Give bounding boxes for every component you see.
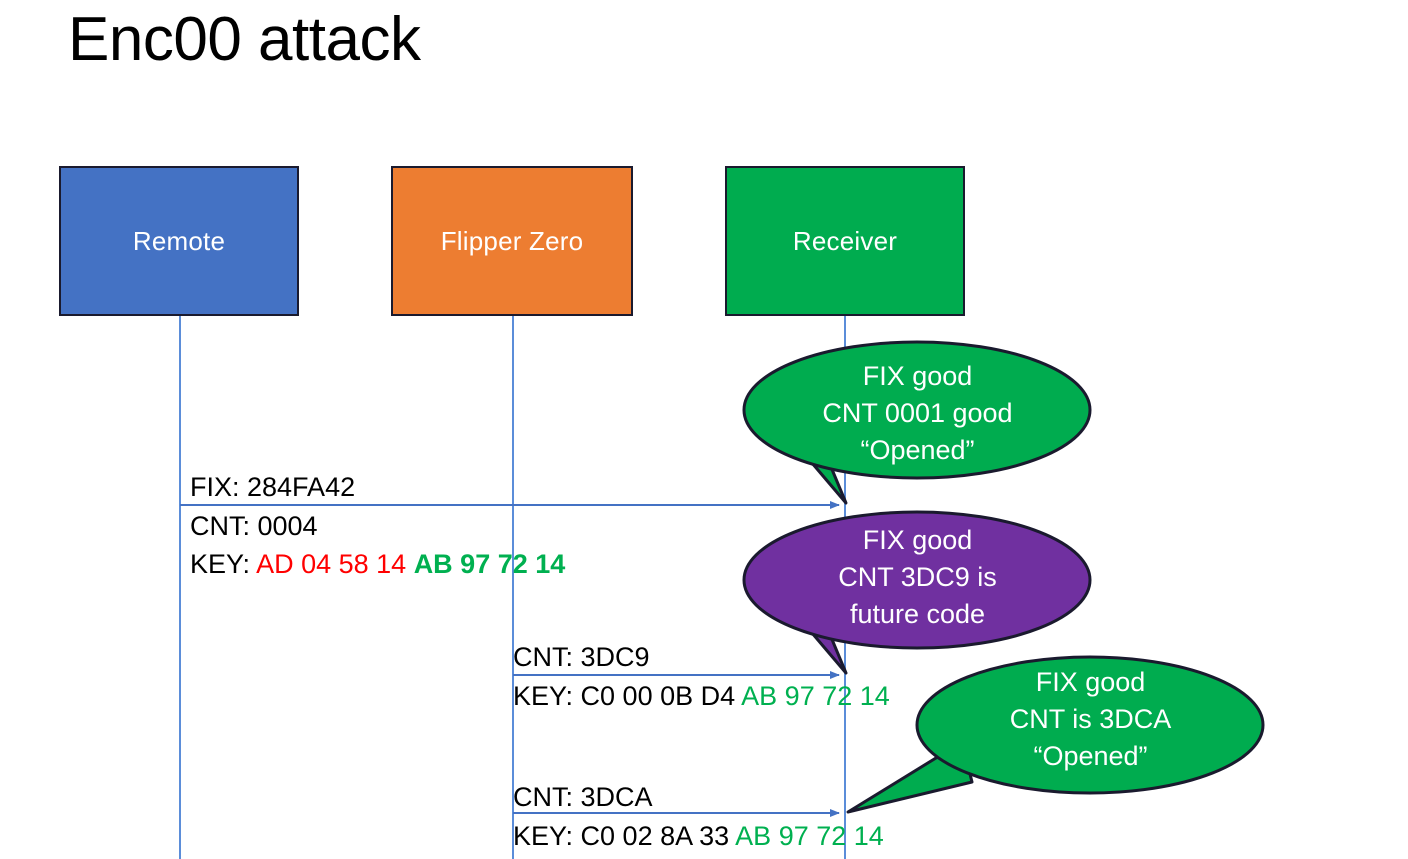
bubble-3-line-3: “Opened” bbox=[1033, 741, 1148, 771]
actor-label-remote: Remote bbox=[132, 225, 226, 256]
message-1-cnt-label: CNT: 0004 bbox=[190, 511, 318, 541]
bubble-3-line-1: FIX good bbox=[1035, 667, 1146, 697]
key-bytes-green: AB 97 72 14 bbox=[741, 681, 890, 711]
actor-box-remote[interactable]: Remote bbox=[59, 166, 299, 316]
speech-bubble-1-text: FIX good CNT 0001 good “Opened” bbox=[790, 358, 1045, 469]
bubble-2-line-3: future code bbox=[849, 599, 986, 629]
message-2-cnt-label: CNT: 3DC9 bbox=[513, 642, 650, 672]
bubble-3-line-2: CNT is 3DCA bbox=[1009, 704, 1172, 734]
actor-label-flipper: Flipper Zero bbox=[440, 225, 584, 256]
bubble-2-line-2: CNT 3DC9 is bbox=[838, 562, 997, 592]
message-3-key-label: KEY: C0 02 8A 33 AB 97 72 14 bbox=[513, 817, 884, 855]
message-1-key-label: KEY: AD 04 58 14 AB 97 72 14 bbox=[190, 545, 565, 583]
speech-bubble-3-text: FIX good CNT is 3DCA “Opened” bbox=[963, 664, 1218, 775]
speech-bubble-3 bbox=[846, 655, 1265, 814]
key-bytes-green: AB 97 72 14 bbox=[735, 821, 884, 851]
key-bytes-green: AB 97 72 14 bbox=[413, 549, 566, 579]
key-prefix: KEY: C0 02 8A 33 bbox=[513, 821, 736, 851]
bubble-1-line-1: FIX good bbox=[862, 361, 973, 391]
message-3-cnt-label: CNT: 3DCA bbox=[513, 782, 653, 812]
actor-box-receiver[interactable]: Receiver bbox=[725, 166, 965, 316]
bubble-2-line-1: FIX good bbox=[862, 525, 973, 555]
key-bytes-red: AD 04 58 14 bbox=[256, 549, 414, 579]
bubble-1-line-2: CNT 0001 good bbox=[822, 398, 1013, 428]
actor-label-receiver: Receiver bbox=[792, 225, 898, 256]
key-prefix: KEY: bbox=[190, 549, 257, 579]
actor-box-flipper[interactable]: Flipper Zero bbox=[391, 166, 633, 316]
speech-bubble-1 bbox=[742, 340, 1092, 505]
key-prefix: KEY: C0 00 0B D4 bbox=[513, 681, 742, 711]
speech-bubble-2-text: FIX good CNT 3DC9 is future code bbox=[790, 522, 1045, 633]
bubble-1-line-3: “Opened” bbox=[860, 435, 975, 465]
message-2-key-label: KEY: C0 00 0B D4 AB 97 72 14 bbox=[513, 677, 890, 715]
speech-bubble-2 bbox=[742, 510, 1092, 675]
message-1-fix-label: FIX: 284FA42 bbox=[190, 472, 356, 502]
page-title: Enc00 attack bbox=[68, 5, 421, 74]
